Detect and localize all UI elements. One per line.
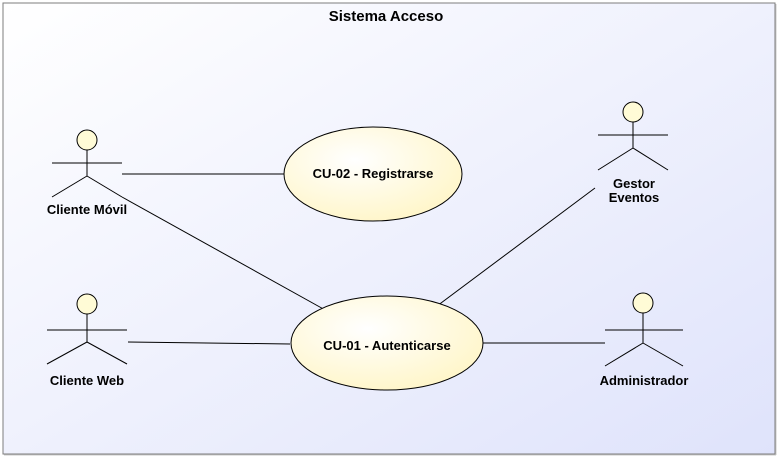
actor-administrador-label: Administrador (600, 373, 689, 388)
use-case-registrarse[interactable]: CU-02 - Registrarse (283, 126, 463, 222)
use-case-autenticarse-label: CU-01 - Autenticarse (323, 338, 450, 353)
association-movil-autenticarse[interactable] (121, 196, 328, 312)
use-case-autenticarse[interactable]: CU-01 - Autenticarse (290, 295, 484, 391)
actor-icon (51, 129, 123, 198)
actor-cliente-movil-label: Cliente Móvil (47, 202, 127, 217)
system-title: Sistema Acceso (329, 8, 444, 25)
actor-icon (597, 101, 669, 171)
actor-gestor-eventos-label-line2: Eventos (609, 190, 660, 205)
actor-gestor-eventos[interactable]: Gestor Eventos (597, 101, 669, 205)
use-case-registrarse-label: CU-02 - Registrarse (313, 166, 434, 181)
actor-cliente-movil[interactable]: Cliente Móvil (47, 129, 127, 217)
actor-administrador[interactable]: Administrador (600, 292, 689, 388)
association-web-autenticarse[interactable] (127, 341, 291, 345)
association-gestor-autenticarse[interactable] (436, 187, 596, 307)
use-case-registrarse-ellipse (283, 126, 463, 222)
use-case-autenticarse-ellipse (290, 295, 484, 391)
actor-icon (46, 293, 128, 365)
actor-cliente-web-label: Cliente Web (50, 373, 124, 388)
actor-icon (604, 292, 684, 367)
actor-cliente-web[interactable]: Cliente Web (46, 293, 128, 388)
actor-gestor-eventos-label-line1: Gestor (613, 176, 655, 191)
